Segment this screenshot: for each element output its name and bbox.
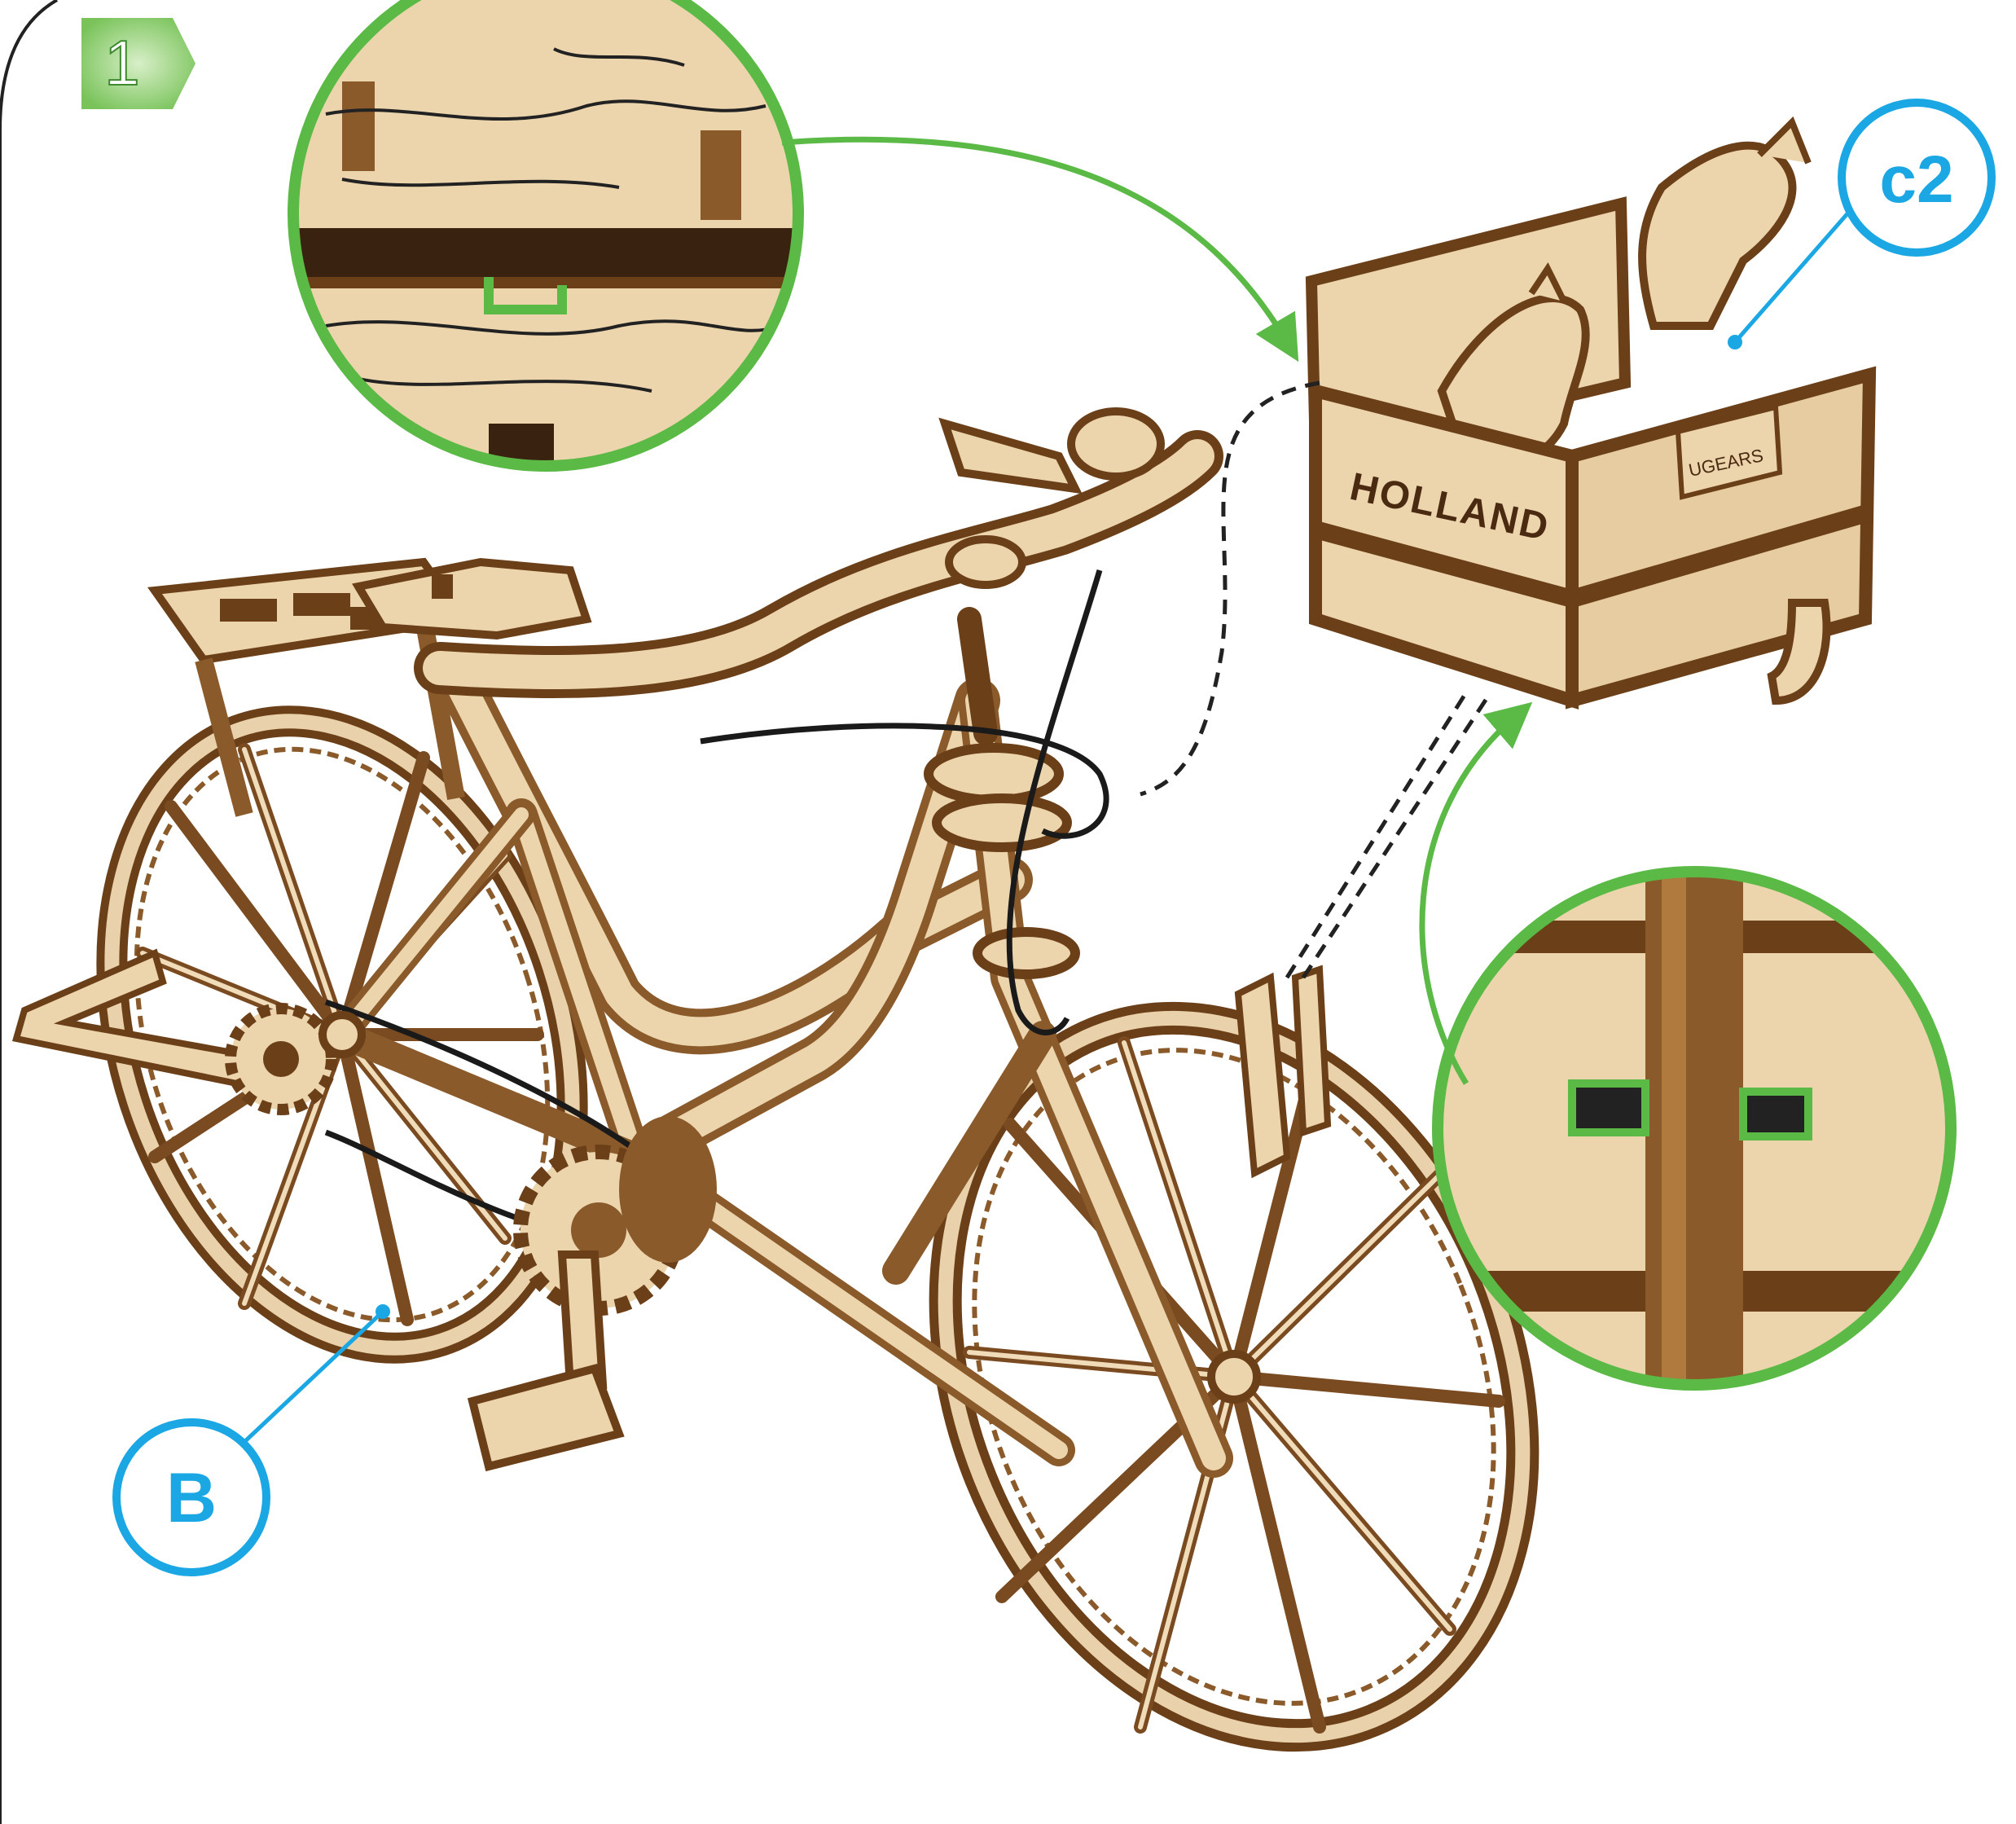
page-border [0,0,57,1824]
dog-figure [1642,122,1808,326]
rear-sprocket [231,1009,332,1110]
callout-c2-label: c2 [1879,143,1953,217]
callout-b-label: B [166,1459,217,1537]
crate-basket: HOLLAND UGEARS [1311,122,1869,701]
detail-zoom-top [293,0,798,472]
front-hub [1211,1354,1257,1400]
step-number: 1 [104,27,139,99]
front-carrier [1238,969,1328,1173]
rear-hub [323,1015,362,1054]
callout-b: B [116,1304,390,1572]
step-badge: 1 [81,18,195,109]
